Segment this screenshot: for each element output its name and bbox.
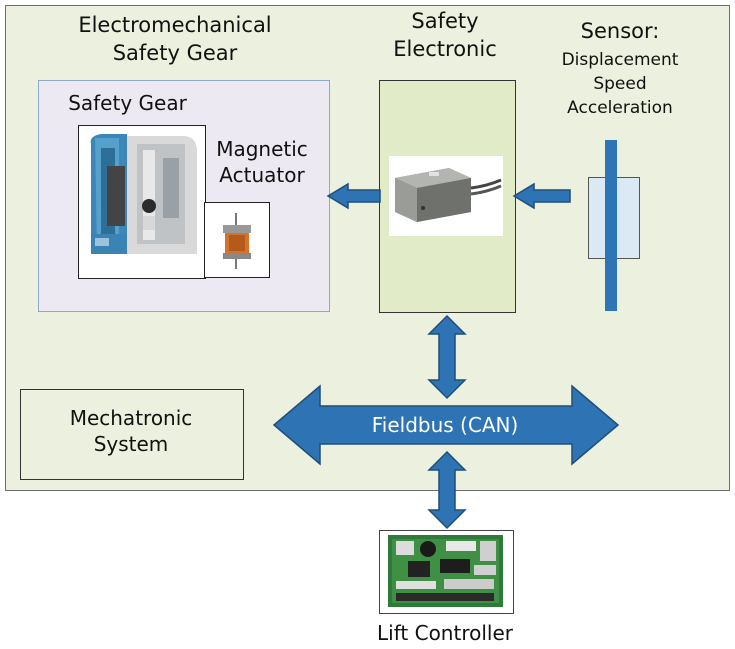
safety-gear-image: [78, 125, 206, 279]
sensor-line-speed: Speed: [593, 74, 647, 94]
mechatronic-label: Mechatronic System: [20, 405, 242, 458]
safety-gear-picture: [79, 126, 205, 278]
outer-title-line-1: Electromechanical: [78, 13, 272, 37]
safety-electronic-title: Safety Electronic: [375, 8, 515, 63]
fieldbus-label: Fieldbus (CAN): [371, 413, 519, 437]
arrow-to-safety-gear: [326, 182, 381, 210]
lift-controller-image: [388, 535, 503, 607]
sensor-line-acceleration: Acceleration: [567, 98, 673, 118]
mechatronic-line-2: System: [93, 432, 169, 457]
magnetic-actuator-line-2: Actuator: [219, 163, 305, 188]
sensor-lines: Displacement Speed Acceleration: [545, 48, 695, 120]
outer-title: Electromechanical Safety Gear: [50, 12, 300, 67]
safety-electronic-line-2: Electronic: [393, 36, 497, 61]
outer-title-line-2: Safety Gear: [112, 40, 238, 65]
mechatronic-system-box: [20, 389, 244, 480]
safety-gear-label: Safety Gear: [68, 91, 187, 115]
mechatronic-line-1: Mechatronic: [69, 406, 193, 430]
safety-electronic-image: [389, 156, 503, 236]
safety-electronic-picture: [389, 156, 503, 236]
sensor-title-text: Sensor:: [580, 19, 660, 43]
arrow-fieldbus-lift-controller: [427, 450, 467, 530]
magnetic-actuator-label: Magnetic Actuator: [202, 136, 322, 189]
sensor-line-displacement: Displacement: [561, 50, 679, 70]
lift-controller-label: Lift Controller: [377, 621, 513, 645]
sensor-bar: [605, 140, 617, 311]
arrow-safety-electronic-fieldbus: [427, 314, 467, 400]
lift-controller-picture: [388, 535, 503, 607]
magnetic-actuator-picture: [205, 203, 269, 277]
safety-electronic-line-1: Safety: [411, 9, 479, 33]
magnetic-actuator-image: [204, 202, 270, 278]
sensor-title: Sensor:: [545, 18, 695, 46]
magnetic-actuator-line-1: Magnetic: [216, 137, 308, 161]
arrow-to-safety-electronic: [512, 182, 571, 210]
fieldbus-arrow: [272, 384, 620, 466]
